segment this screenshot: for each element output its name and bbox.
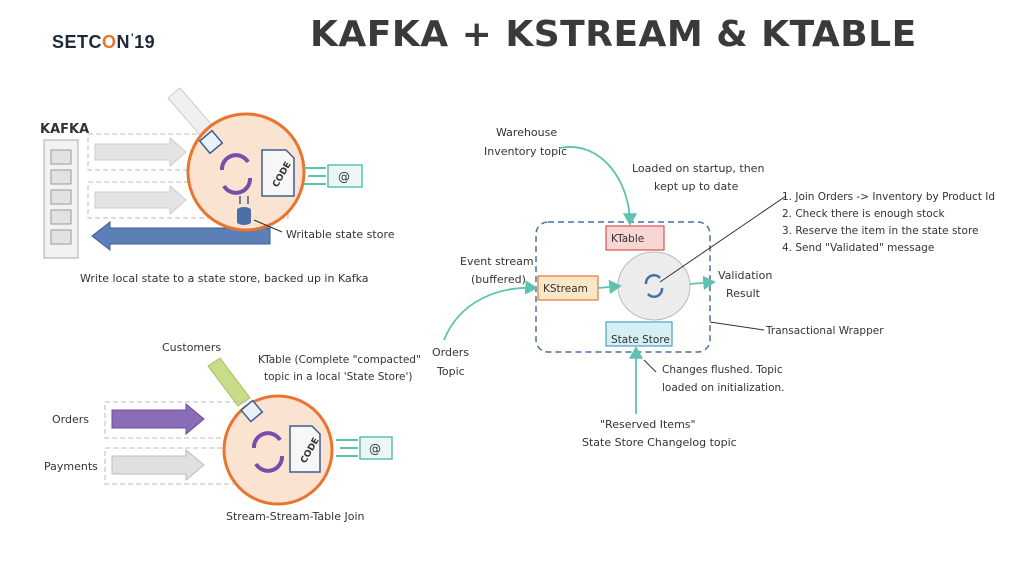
warehouse-line1: Warehouse (496, 126, 557, 139)
ktable-box (605, 225, 665, 251)
svg-text:KStream: KStream (543, 283, 588, 295)
reserved-line2: State Store Changelog topic (582, 436, 737, 449)
kafka-label: KAFKA (40, 122, 89, 137)
customers-label: Customers (162, 341, 221, 354)
table-icon (198, 129, 224, 155)
setcon-logo: SETCON'19 (52, 32, 156, 52)
step-1: 1. Join Orders -> Inventory by Product I… (782, 191, 995, 203)
database-icon (237, 207, 251, 225)
panel-state-store: KAFKA CODE (40, 87, 395, 285)
orders-stream-arrow (111, 402, 205, 436)
input-arrow-2 (94, 184, 187, 216)
ktable-note-line2: topic in a local 'State Store') (264, 371, 412, 383)
event-stream-line1: Event stream (460, 255, 534, 268)
join-output-message-icon: @ (336, 436, 393, 460)
state-store-pointer (253, 219, 283, 233)
wrapper-pointer (709, 321, 765, 331)
panel-validation-service: Warehouse Inventory topic Loaded on star… (432, 126, 995, 449)
kstream-box (537, 275, 599, 301)
join-table-icon (240, 399, 264, 423)
step-2: 2. Check there is enough stock (782, 208, 945, 220)
kafka-log-segments (50, 149, 72, 245)
service-cycle-icon (644, 274, 664, 298)
payments-stream-arrow (111, 448, 205, 482)
steps-pointer (659, 195, 787, 283)
orders-topic-line2: Topic (436, 365, 465, 378)
orders-label: Orders (52, 413, 89, 426)
transactional-wrapper-label: Transactional Wrapper (765, 325, 884, 337)
warehouse-line2: Inventory topic (484, 145, 567, 158)
payments-label: Payments (44, 460, 98, 473)
panel1-caption: Write local state to a state store, back… (80, 272, 369, 285)
input-arrow-1 (94, 136, 187, 168)
code-file-icon: CODE (261, 149, 295, 197)
service-core (617, 251, 691, 321)
changes-pointer (643, 359, 657, 373)
ktable-note-line1: KTable (Complete "compacted" (258, 354, 421, 366)
backup-arrow (91, 220, 271, 252)
customers-stream (207, 357, 251, 407)
writable-state-store-label: Writable state store (286, 228, 395, 241)
changes-line1: Changes flushed. Topic (662, 364, 783, 376)
svg-text:State Store: State Store (611, 334, 670, 346)
reserved-line1: "Reserved Items" (600, 418, 696, 431)
kstream-to-core-arrow (597, 279, 622, 295)
process-cycle-icon (220, 153, 252, 195)
panel-stream-join: Customers KTable (Complete "compacted" t… (44, 341, 421, 523)
svg-text:KTable: KTable (611, 233, 644, 245)
validation-line1: Validation (718, 269, 772, 282)
state-store-box (605, 321, 673, 347)
page-title: KAFKA + KSTREAM & KTABLE (310, 14, 917, 55)
core-to-validation-arrow (689, 275, 716, 291)
processing-steps: 1. Join Orders -> Inventory by Product I… (782, 191, 995, 254)
output-message-icon: @ (304, 164, 363, 188)
step-4: 4. Send "Validated" message (782, 242, 934, 254)
validation-line2: Result (726, 287, 761, 300)
event-stream-line2: (buffered) (471, 273, 526, 286)
orders-topic-line1: Orders (432, 346, 469, 359)
step-3: 3. Reserve the item in the state store (782, 225, 979, 237)
join-cycle-icon (252, 431, 284, 473)
loaded-line1: Loaded on startup, then (632, 162, 764, 175)
join-code-file-icon: CODE (289, 425, 322, 473)
warehouse-to-ktable-arrow (559, 146, 638, 226)
changes-line2: loaded on initialization. (662, 382, 785, 394)
join-processor-circle (222, 394, 334, 506)
loaded-line2: kept up to date (654, 180, 739, 193)
svg-text:@: @ (369, 442, 381, 456)
panel2-caption: Stream-Stream-Table Join (226, 510, 365, 523)
orders-to-kstream-arrow (443, 280, 538, 341)
sync-arrows-icon (239, 196, 249, 204)
svg-text:@: @ (338, 170, 350, 184)
